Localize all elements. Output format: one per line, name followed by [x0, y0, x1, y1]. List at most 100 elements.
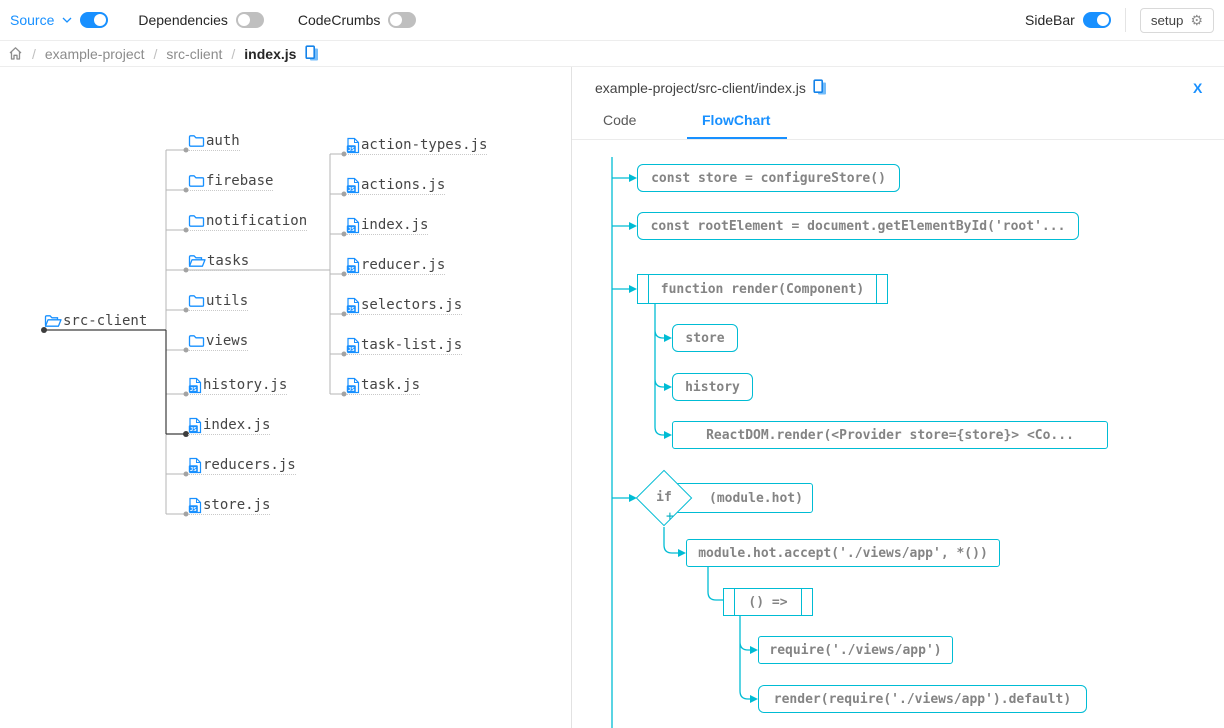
sidebar-label: SideBar [1025, 12, 1075, 28]
tree-node-index-js[interactable]: JS index.js [346, 216, 429, 235]
tree-node-label: src-client [63, 313, 148, 329]
flow-node-reactdom-render[interactable]: ReactDOM.render(<Provider store={store}>… [672, 421, 1108, 449]
breadcrumb-separator: / [153, 45, 158, 62]
tree-node-label: views [206, 333, 249, 349]
active-tab-underline [687, 137, 787, 139]
tree-node-task-js[interactable]: JS task.js [346, 376, 421, 395]
codecrumbs-toggle[interactable] [388, 12, 417, 28]
tree-node-selectors-js[interactable]: JS selectors.js [346, 296, 463, 315]
gear-icon: ⚙ [1190, 12, 1203, 28]
tree-node-label: history.js [203, 377, 288, 393]
js-file-icon: JS [346, 137, 360, 153]
tree-node-src-client[interactable]: src-client [44, 312, 147, 330]
copy-icon[interactable] [813, 79, 827, 96]
tree-node-label: notification [206, 213, 308, 229]
svg-text:JS: JS [190, 466, 197, 472]
tree-node-store-js[interactable]: JS store.js [188, 496, 271, 515]
home-icon[interactable] [8, 46, 23, 61]
js-file-icon: JS [346, 297, 360, 313]
flow-node-module-hot-accept[interactable]: module.hot.accept('./views/app', *()) [686, 539, 1000, 567]
plus-label: + [666, 509, 674, 524]
panel-title: example-project/src-client/index.js [595, 79, 806, 96]
tree-node-label: task.js [361, 377, 421, 393]
svg-text:JS: JS [348, 226, 355, 232]
folder-icon [188, 215, 205, 227]
folder-icon [188, 135, 205, 147]
dependencies-toggle[interactable] [235, 12, 264, 28]
flow-node-require-views-app[interactable]: require('./views/app') [758, 636, 953, 664]
tree-node-label: reducer.js [361, 257, 446, 273]
js-file-icon: JS [188, 377, 202, 393]
tab-code[interactable]: Code [603, 112, 637, 128]
toolbar-border [0, 40, 1224, 41]
tree-node-label: tasks [207, 253, 250, 269]
breadcrumb-item-src-client[interactable]: src-client [166, 45, 223, 62]
sidebar-toggle[interactable] [1082, 12, 1111, 28]
tree-node-reducer-js[interactable]: JS reducer.js [346, 256, 446, 275]
svg-text:JS: JS [348, 266, 355, 272]
js-file-icon: JS [346, 217, 360, 233]
tree-node-auth[interactable]: auth [188, 132, 240, 151]
close-button[interactable]: X [1193, 80, 1203, 96]
setup-button[interactable]: setup ⚙ [1139, 7, 1214, 33]
js-file-icon: JS [188, 497, 202, 513]
setup-label: setup [1150, 12, 1184, 28]
breadcrumb-item-index-js[interactable]: index.js [244, 45, 297, 62]
tree-node-notification[interactable]: notification [188, 212, 308, 231]
copy-icon[interactable] [305, 45, 319, 62]
tree-node-actions-js[interactable]: JS actions.js [346, 176, 446, 195]
tree-node-label: firebase [206, 173, 274, 189]
sidebar-border [571, 67, 572, 728]
toolbar-divider [1124, 8, 1126, 32]
tab-flowchart[interactable]: FlowChart [702, 112, 771, 128]
tree-node-label: index.js [203, 417, 271, 433]
tree-node-label: action-types.js [361, 137, 488, 153]
tree-node-tasks[interactable]: tasks [188, 252, 250, 271]
if-label: if [656, 490, 672, 505]
chevron-down-icon[interactable] [62, 17, 72, 23]
flow-node-history[interactable]: history [672, 373, 753, 401]
flow-node-store[interactable]: store [672, 324, 738, 352]
flow-node-const-store[interactable]: const store = configureStore() [637, 164, 900, 192]
folder-open-icon [188, 255, 206, 267]
svg-text:JS: JS [190, 506, 197, 512]
flow-node-function-render[interactable]: function render(Component) [637, 274, 888, 304]
flow-node-render-require[interactable]: render(require('./views/app').default) [758, 685, 1087, 713]
svg-text:JS: JS [348, 146, 355, 152]
source-menu[interactable]: Source [10, 12, 55, 28]
svg-text:JS: JS [348, 386, 355, 392]
source-toggle[interactable] [80, 12, 109, 28]
svg-text:JS: JS [348, 186, 355, 192]
tree-node-label: actions.js [361, 177, 446, 193]
tree-node-views[interactable]: views [188, 332, 249, 351]
codecrumbs-label: CodeCrumbs [297, 12, 381, 28]
tree-node-label: index.js [361, 217, 429, 233]
tree-node-label: utils [206, 293, 249, 309]
breadcrumb-separator: / [32, 45, 36, 62]
breadcrumb-separator: / [231, 45, 236, 62]
tree-node-label: selectors.js [361, 297, 463, 313]
js-file-icon: JS [346, 177, 360, 193]
tree-node-utils[interactable]: utils [188, 292, 249, 311]
tree-node-label: task-list.js [361, 337, 463, 353]
js-file-icon: JS [188, 417, 202, 433]
tree-node-label: auth [206, 133, 240, 149]
toolbar: Source Dependencies CodeCrumbs SideBar s… [0, 0, 1224, 40]
breadcrumb-item-project[interactable]: example-project [44, 45, 145, 62]
dependencies-label: Dependencies [138, 12, 228, 28]
js-file-icon: JS [188, 457, 202, 473]
tree-node-label: store.js [203, 497, 271, 513]
tree-node-firebase[interactable]: firebase [188, 172, 274, 191]
flow-node-const-root-element[interactable]: const rootElement = document.getElementB… [637, 212, 1079, 240]
folder-icon [188, 335, 205, 347]
breadcrumb: / example-project / src-client / index.j… [8, 41, 319, 66]
svg-text:JS: JS [348, 306, 355, 312]
svg-text:JS: JS [348, 346, 355, 352]
tree-node-task-list-js[interactable]: JS task-list.js [346, 336, 463, 355]
tree-node-action-types-js[interactable]: JS action-types.js [346, 136, 488, 155]
flow-node-arrow-fn[interactable]: () => [723, 588, 813, 616]
